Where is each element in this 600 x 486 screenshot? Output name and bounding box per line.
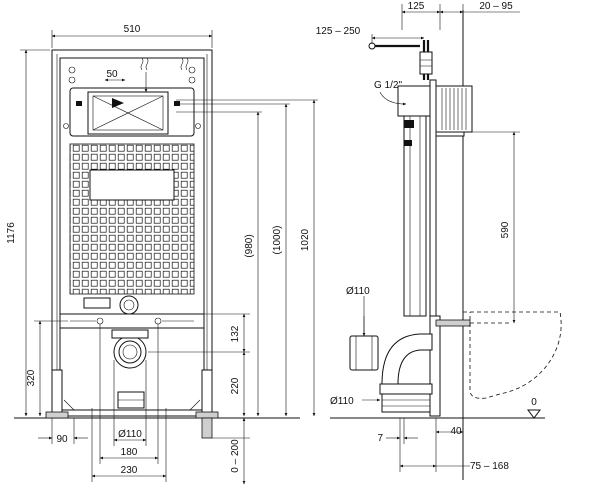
dim-side-40: 40 <box>450 426 462 437</box>
dim-width-180: 180 <box>121 447 138 458</box>
threaded-housing <box>441 88 467 130</box>
cistern-grid <box>69 143 195 295</box>
front-dimensions: 510 50 1176 (980) (1000) 1020 132 220 <box>6 24 318 485</box>
dim-width-90: 90 <box>56 434 68 445</box>
dim-frame-width: 510 <box>124 24 141 35</box>
dim-side-590: 590 <box>500 221 511 238</box>
dim-height-320: 320 <box>26 369 37 386</box>
side-frame-body <box>403 115 427 317</box>
dim-diameter-110: Ø110 <box>118 429 142 440</box>
dim-side-7: 7 <box>377 433 383 444</box>
waste-pipe-bend <box>349 333 433 413</box>
dim-height-0-200: 0 – 200 <box>230 439 241 473</box>
thread-label: G 1/2" <box>374 80 402 91</box>
front-slot <box>89 169 175 201</box>
dim-width-230: 230 <box>121 465 138 476</box>
dim-side-20-95: 20 – 95 <box>479 1 513 12</box>
dim-top-opening: 50 <box>106 69 118 80</box>
dim-side-125-250: 125 – 250 <box>316 26 361 37</box>
dim-total-height: 1176 <box>6 222 17 244</box>
dim-height-1020: 1020 <box>300 228 311 251</box>
dim-side-75-168: 75 – 168 <box>470 461 509 472</box>
dim-side-diameter-lower: Ø110 <box>330 396 354 407</box>
dim-height-220: 220 <box>230 377 241 394</box>
dim-height-980: (980) <box>244 234 255 257</box>
wc-pan-outline <box>463 311 562 399</box>
dim-height-1000: (1000) <box>272 226 283 255</box>
side-cistern-top <box>397 85 433 117</box>
dim-side-diameter-upper: Ø110 <box>346 286 370 297</box>
dim-side-125: 125 <box>408 1 425 12</box>
dim-height-132: 132 <box>230 325 241 342</box>
side-view <box>330 10 562 480</box>
side-dimensions: 125 20 – 95 125 – 250 G 1/2" 590 Ø110 Ø1… <box>316 1 541 472</box>
floor-zero-label: 0 <box>531 397 537 408</box>
front-view <box>14 49 300 439</box>
